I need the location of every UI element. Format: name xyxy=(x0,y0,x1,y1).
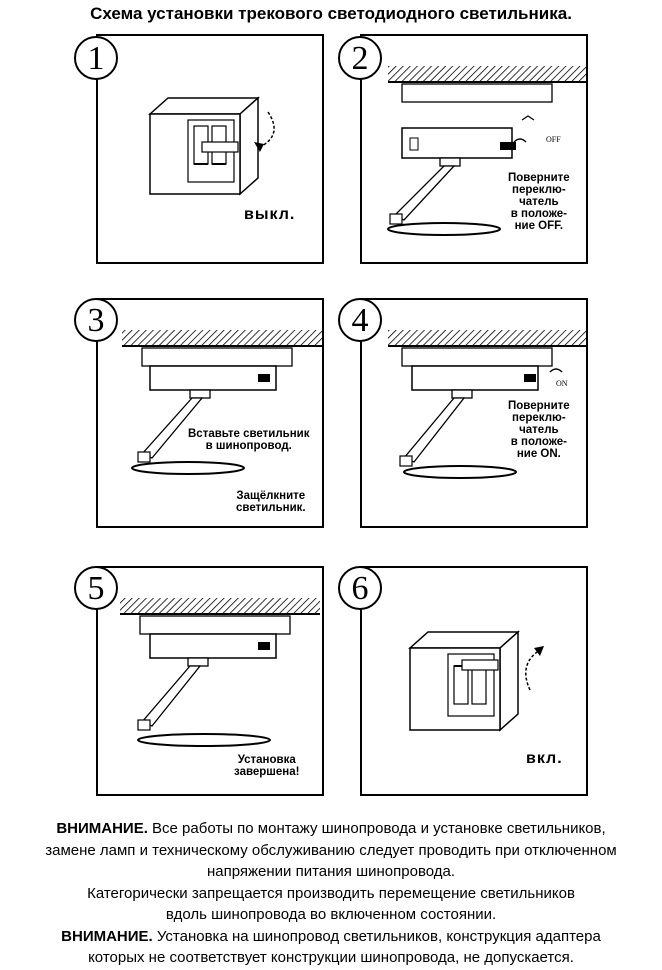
step-6-panel: вкл. xyxy=(360,566,588,796)
switch-on-illustration xyxy=(408,630,544,732)
prohibition-line-2: вдоль шинопровода во включенном состояни… xyxy=(165,906,497,923)
warning-1-label: ВНИМАНИЕ. xyxy=(56,820,148,837)
step-3-caption-snap: Защёлкните светильник. xyxy=(236,490,306,514)
step-2-number: 2 xyxy=(338,36,382,80)
installed-illustration xyxy=(120,598,320,747)
step-6-number: 6 xyxy=(338,566,382,610)
step-4-caption: Поверните переклю- чатель в положе- ние … xyxy=(508,400,570,460)
step-3-panel: Вставьте светильник в шинопровод. Защёлк… xyxy=(96,298,324,528)
step-1-caption: выкл. xyxy=(244,206,296,223)
warning-1-line-2: замене ламп и техническому обслуживанию … xyxy=(45,841,617,859)
warning-2-label: ВНИМАНИЕ. xyxy=(61,927,153,945)
turn-on-illustration: ON xyxy=(388,330,588,479)
insert-luminaire-illustration xyxy=(122,330,322,475)
page-title: Схема установки трекового светодиодного … xyxy=(90,4,572,23)
on-switch-label: ON xyxy=(556,379,568,388)
step-5-number: 5 xyxy=(74,566,118,610)
switch-off-illustration xyxy=(148,96,275,196)
step-3-number: 3 xyxy=(74,298,118,342)
step-2-caption: Поверните переклю- чатель в положе- ние … xyxy=(508,172,570,232)
step-4-panel: ON Поверните переклю- чатель в положе- н… xyxy=(360,298,588,528)
warning-1-line-1: ВНИМАНИЕ. Все работы по монтажу шинопров… xyxy=(56,820,606,837)
safety-notes: ВНИМАНИЕ. Все работы по монтажу шинопров… xyxy=(0,818,662,969)
step-1-number: 1 xyxy=(74,36,118,80)
step-5-panel: Установка завершена! xyxy=(96,566,324,796)
step-5-caption: Установка завершена! xyxy=(234,754,300,778)
step-3-caption-insert: Вставьте светильник в шинопровод. xyxy=(188,428,310,452)
warning-2-line-2: которых не соответствует конструкции шин… xyxy=(88,949,574,966)
warning-2-line-1: ВНИМАНИЕ. Установка на шинопровод светил… xyxy=(61,927,601,945)
step-4-number: 4 xyxy=(338,298,382,342)
prohibition-line-1: Категорически запрещается производить пе… xyxy=(87,884,575,902)
step-1-panel: выкл. xyxy=(96,34,324,264)
step-6-caption: вкл. xyxy=(526,750,563,767)
turn-off-illustration: OFF xyxy=(387,66,588,236)
warning-1-line-3: напряжении питания шинопровода. xyxy=(206,863,456,880)
step-2-panel: OFF Поверните переклю- чатель в положе- … xyxy=(360,34,588,264)
off-switch-label: OFF xyxy=(546,135,561,144)
